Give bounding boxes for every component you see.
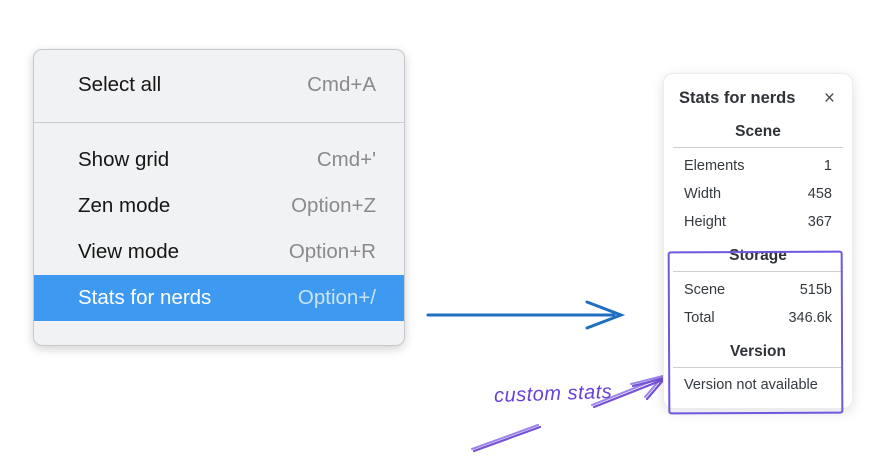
stat-label: Scene — [684, 282, 726, 298]
stat-row-total-storage: Total 346.6k — [664, 304, 852, 332]
menu-item-stats-for-nerds[interactable]: Stats for nerds Option+/ — [34, 275, 404, 321]
menu-item-shortcut: Option+Z — [291, 194, 376, 217]
stats-panel-header: Stats for nerds × — [664, 87, 852, 112]
stat-row-height: Height 367 — [664, 208, 852, 236]
section-heading-version: Version — [730, 343, 786, 360]
annotation-label: custom stats — [493, 380, 613, 408]
stat-value: 458 — [807, 186, 832, 202]
version-note: Version not available — [684, 377, 818, 393]
stat-value: 515b — [799, 282, 832, 298]
stat-value: 346.6k — [788, 310, 832, 326]
stats-panel: Stats for nerds × Scene Elements 1 Width… — [663, 73, 853, 409]
close-icon[interactable]: × — [823, 88, 835, 109]
stats-panel-title: Stats for nerds — [679, 89, 796, 107]
menu-item-zen-mode[interactable]: Zen mode Option+Z — [34, 183, 404, 229]
stat-label: Total — [684, 310, 715, 326]
menu-item-select-all[interactable]: Select all Cmd+A — [34, 62, 404, 108]
section-divider — [673, 367, 843, 368]
stat-row-scene-storage: Scene 515b — [664, 276, 852, 304]
stat-row-width: Width 458 — [664, 180, 852, 208]
menu-item-show-grid[interactable]: Show grid Cmd+' — [34, 137, 404, 183]
stat-value: 367 — [807, 214, 832, 230]
section-divider — [673, 271, 843, 272]
stat-label: Height — [684, 214, 726, 230]
stat-value: 1 — [823, 158, 832, 174]
menu-item-label: Select all — [78, 73, 162, 96]
menu-item-label: Zen mode — [78, 194, 171, 217]
menu-item-label: View mode — [78, 240, 180, 263]
menu-divider — [34, 122, 404, 123]
menu-item-shortcut: Option+/ — [297, 286, 376, 309]
stat-row-elements: Elements 1 — [664, 152, 852, 180]
flow-arrow-icon — [426, 300, 626, 330]
menu-item-shortcut: Option+R — [288, 240, 376, 263]
section-heading-scene: Scene — [735, 123, 781, 140]
stat-label: Width — [684, 186, 722, 202]
menu-item-shortcut: Cmd+' — [316, 148, 376, 171]
section-divider — [673, 147, 843, 148]
menu-item-label: Show grid — [78, 148, 170, 171]
stat-label: Elements — [684, 158, 745, 174]
section-heading-storage: Storage — [729, 247, 787, 264]
menu-item-view-mode[interactable]: View mode Option+R — [34, 229, 404, 275]
menu-item-shortcut: Cmd+A — [307, 73, 376, 96]
context-menu: Select all Cmd+A Show grid Cmd+' Zen mod… — [33, 49, 405, 346]
menu-item-label: Stats for nerds — [78, 286, 212, 309]
